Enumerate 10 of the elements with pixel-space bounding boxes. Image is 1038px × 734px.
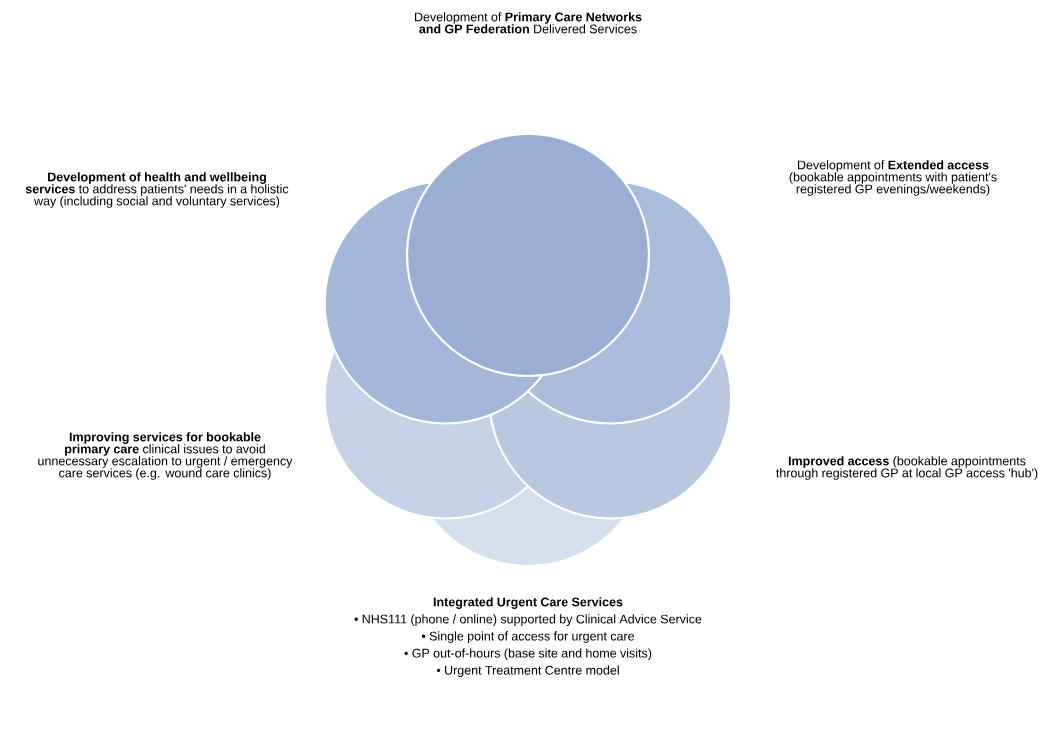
heading: Integrated Urgent Care Services xyxy=(433,597,623,609)
caption-text: Improved access (bookable appointments through registered GP at local GP access 'hub') xyxy=(776,456,1038,480)
caption-text: Development of health and wellbeing services to address patients' needs in a holistic way (including social and voluntary services) xyxy=(25,172,289,208)
caption-text: Development of Extended access (bookable appointments with patient's registered GP evenings/weekends) xyxy=(789,160,997,196)
caption-text: Development of Primary Care Networks and GP Federation Delivered Services xyxy=(415,12,642,34)
bullet-item: • Single point of access for urgent care xyxy=(421,631,635,643)
caption-text: Improving services for bookable primary care clinical issues to avoid unnecessary escalation to urgent / emergency care services (e.g. wound care clinics) xyxy=(38,432,293,480)
bullet-item: • NHS111 (phone / online) supported by Clinical Advice Service xyxy=(354,614,702,626)
bullet-item: • Urgent Treatment Centre model xyxy=(436,665,619,678)
bullet-item: • GP out-of-hours (base site and home visits) xyxy=(404,648,652,661)
